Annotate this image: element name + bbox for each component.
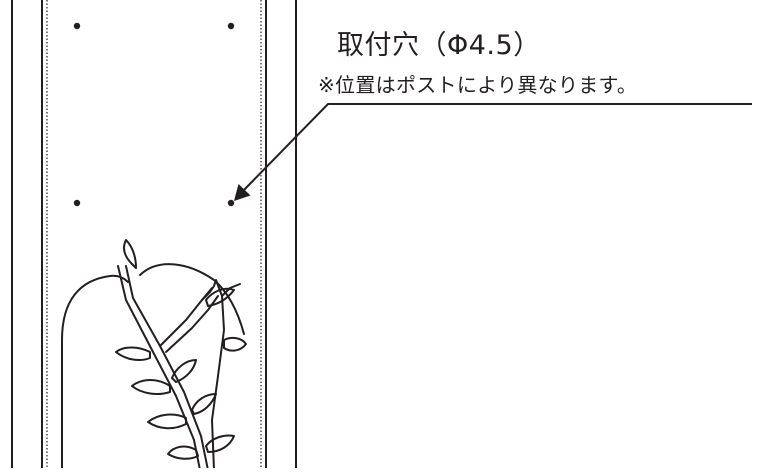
position-note: ※位置はポストにより異なります。 — [318, 73, 638, 97]
mounting-hole — [73, 22, 81, 30]
leader-line — [241, 103, 752, 193]
right-flange — [265, 0, 297, 471]
mounting-hole — [227, 22, 235, 30]
mounting-hole-label: 取付穴（Φ4.5） — [337, 30, 541, 61]
mounting-hole — [227, 199, 235, 207]
mounting-holes — [73, 22, 235, 207]
leaf-branch-icon — [61, 239, 247, 471]
arrow-head-icon — [234, 184, 251, 201]
mounting-hole — [73, 199, 81, 207]
left-flange — [11, 0, 43, 471]
